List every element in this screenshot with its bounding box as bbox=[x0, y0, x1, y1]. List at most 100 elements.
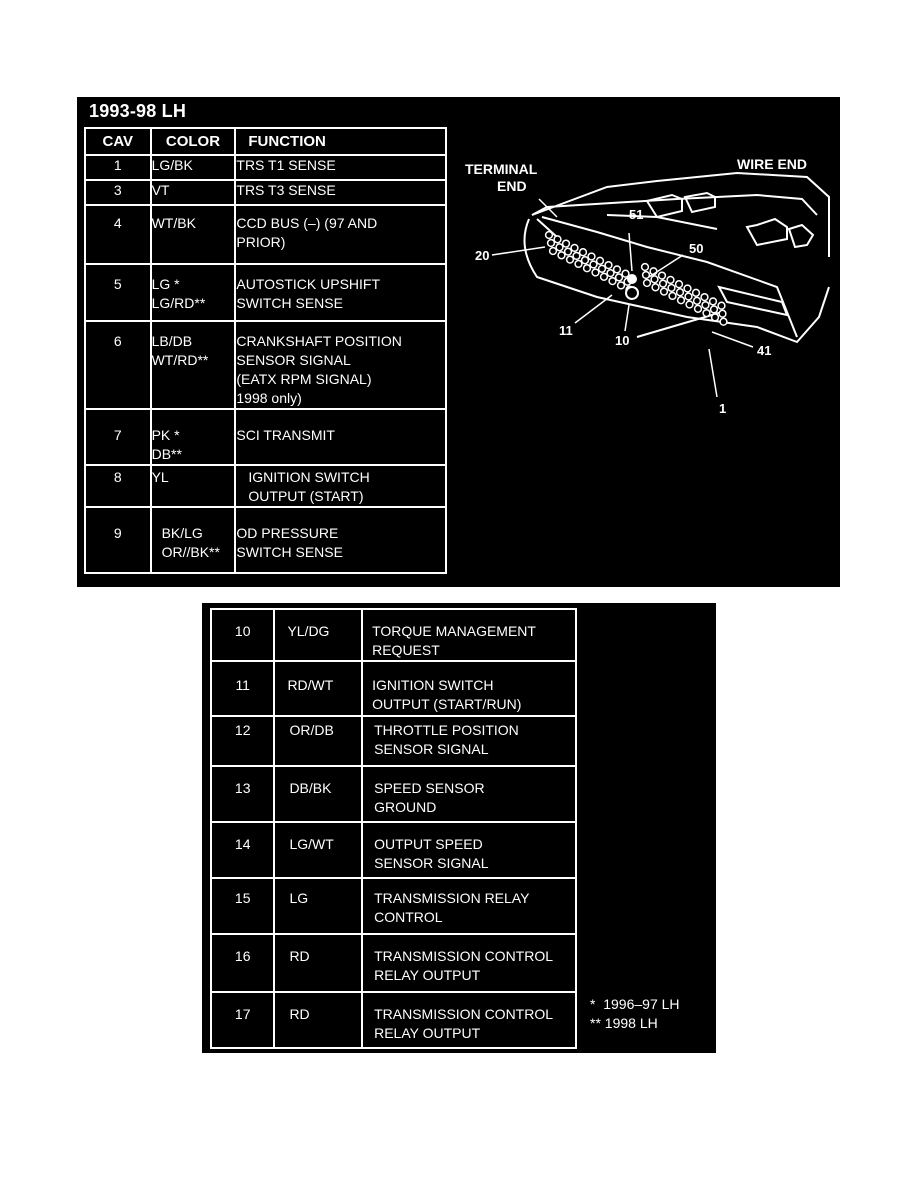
connector-pin bbox=[658, 279, 668, 288]
table-row: 4 WT/BK CCD BUS (–) (97 AND PRIOR) bbox=[84, 204, 447, 265]
cav-cell: 14 bbox=[209, 821, 276, 879]
connector-pin bbox=[691, 288, 701, 297]
connector-pin bbox=[719, 317, 728, 326]
terminal-end-label-line: END bbox=[497, 178, 527, 194]
table-row: 11 RD/WT IGNITION SWITCH OUTPUT (START/R… bbox=[209, 660, 577, 717]
color-cell: RD/WT bbox=[273, 660, 364, 717]
center-bolt-icon bbox=[625, 286, 639, 300]
table-row: 6 LB/DB WT/RD** CRANKSHAFT POSITION SENS… bbox=[84, 320, 447, 410]
function-cell: TRANSMISSION CONTROL RELAY OUTPUT bbox=[374, 948, 554, 983]
connector-pin bbox=[717, 301, 726, 310]
color-cell: LG/WT bbox=[273, 821, 364, 879]
connector-pin bbox=[612, 265, 622, 274]
function-cell: TRANSMISSION CONTROL RELAY OUTPUT bbox=[374, 1006, 554, 1041]
color-cell: YL bbox=[149, 464, 237, 508]
connector-pin bbox=[553, 235, 562, 244]
connector-pin bbox=[548, 246, 558, 256]
color-cell: PK * DB** bbox=[151, 427, 182, 462]
function-cell: IGNITION SWITCH OUTPUT (START/RUN) bbox=[372, 677, 522, 712]
color-cell: LB/DB WT/RD** bbox=[151, 333, 209, 368]
connector-pin bbox=[621, 269, 630, 278]
function-cell: THROTTLE POSITION SENSOR SIGNAL bbox=[374, 722, 519, 757]
connector-pin bbox=[555, 243, 564, 252]
color-cell: RD bbox=[273, 933, 364, 993]
connector-pin bbox=[651, 283, 660, 292]
cav-cell: 17 bbox=[209, 991, 276, 1049]
color-cell: YL/DG bbox=[273, 608, 364, 662]
connector-pin bbox=[591, 268, 600, 277]
connector-pin bbox=[608, 276, 617, 286]
connector-pin bbox=[702, 308, 711, 318]
connector-pin bbox=[685, 300, 694, 309]
connector-pin bbox=[700, 292, 709, 302]
connector-pin bbox=[641, 270, 651, 280]
top-wiring-panel: 1993-98 LH CAV COLOR FUNCTION 1 LG/BK TR… bbox=[77, 97, 840, 587]
pin-11-label: 11 bbox=[559, 323, 573, 338]
connector-pin bbox=[710, 313, 720, 322]
pin-10-label: 10 bbox=[615, 333, 629, 348]
connector-pin bbox=[642, 278, 652, 288]
pin-41-label: 41 bbox=[757, 343, 771, 358]
pin-1-label: 1 bbox=[719, 401, 726, 416]
color-cell: VT bbox=[149, 179, 237, 206]
table-row: 16 RD TRANSMISSION CONTROL RELAY OUTPUT bbox=[209, 933, 577, 993]
table-row: 5 LG * LG/RD** AUTOSTICK UPSHIFT SWITCH … bbox=[84, 263, 447, 322]
pin-51-label: 51 bbox=[629, 207, 643, 222]
color-cell: LG * LG/RD** bbox=[151, 276, 206, 311]
connector-pin bbox=[606, 268, 615, 278]
function-cell: CCD BUS (–) (97 AND PRIOR) bbox=[236, 215, 378, 250]
color-cell: LG bbox=[273, 877, 364, 935]
cav-cell: 1 bbox=[84, 154, 152, 181]
connector-pin bbox=[561, 239, 571, 248]
function-cell: OD PRESSURE SWITCH SENSE bbox=[236, 525, 343, 560]
legend-line: ** 1998 LH bbox=[590, 1015, 658, 1031]
connector-pin bbox=[557, 251, 566, 260]
function-cell: CRANKSHAFT POSITION SENSOR SIGNAL (EATX … bbox=[236, 333, 402, 406]
connector-pin bbox=[614, 273, 624, 282]
connector-pin bbox=[657, 271, 667, 280]
connector-pin bbox=[709, 305, 719, 314]
connector-pin bbox=[675, 288, 685, 297]
function-cell: TRS T1 SENSE bbox=[234, 154, 447, 181]
terminal-end-label-line: TERMINAL bbox=[465, 161, 538, 177]
connector-pin bbox=[574, 259, 583, 269]
section-title: 1993-98 LH bbox=[89, 101, 187, 121]
connector-pin bbox=[701, 300, 710, 310]
connector-pin bbox=[674, 280, 684, 289]
function-cell: IGNITION SWITCH OUTPUT (START) bbox=[248, 469, 370, 504]
connector-pin bbox=[597, 264, 607, 273]
connector-pin bbox=[578, 248, 588, 257]
connector-pin bbox=[718, 309, 727, 318]
footnote-legend: * 1996–97 LH ** 1998 LH bbox=[590, 995, 680, 1033]
table-row: 12 OR/DB THROTTLE POSITION SENSOR SIGNAL bbox=[209, 715, 577, 767]
connector-pin bbox=[666, 275, 675, 285]
pin-20-label: 20 bbox=[475, 248, 489, 263]
cav-cell: 5 bbox=[84, 263, 152, 322]
color-cell: LG/BK bbox=[149, 154, 237, 181]
cav-cell: 4 bbox=[84, 204, 152, 265]
connector-pin bbox=[640, 262, 650, 272]
header-color: COLOR bbox=[149, 127, 237, 156]
color-cell: DB/BK bbox=[273, 765, 364, 823]
connector-pin bbox=[693, 304, 703, 313]
color-cell: OR/DB bbox=[273, 715, 364, 767]
function-cell: SPEED SENSOR GROUND bbox=[374, 780, 485, 815]
table-row: 3 VT TRS T3 SENSE bbox=[84, 179, 447, 206]
connector-pin bbox=[659, 287, 669, 296]
connector-pin bbox=[582, 264, 592, 273]
connector-pin bbox=[565, 255, 575, 264]
function-cell: TRS T3 SENSE bbox=[234, 179, 447, 206]
cav-cell: 6 bbox=[84, 320, 152, 410]
table-row: 7 PK * DB** SCI TRANSMIT bbox=[84, 408, 447, 466]
connector-pin bbox=[668, 291, 677, 301]
connector-pin bbox=[595, 256, 605, 265]
cav-cell: 3 bbox=[84, 179, 152, 206]
pin-51-marker bbox=[627, 274, 637, 284]
function-cell: SCI TRANSMIT bbox=[234, 408, 447, 466]
cav-cell: 7 bbox=[84, 408, 152, 466]
table-row: 10 YL/DG TORQUE MANAGEMENT REQUEST bbox=[209, 608, 577, 662]
connector-pin bbox=[667, 283, 676, 293]
connector-pin bbox=[683, 284, 692, 293]
